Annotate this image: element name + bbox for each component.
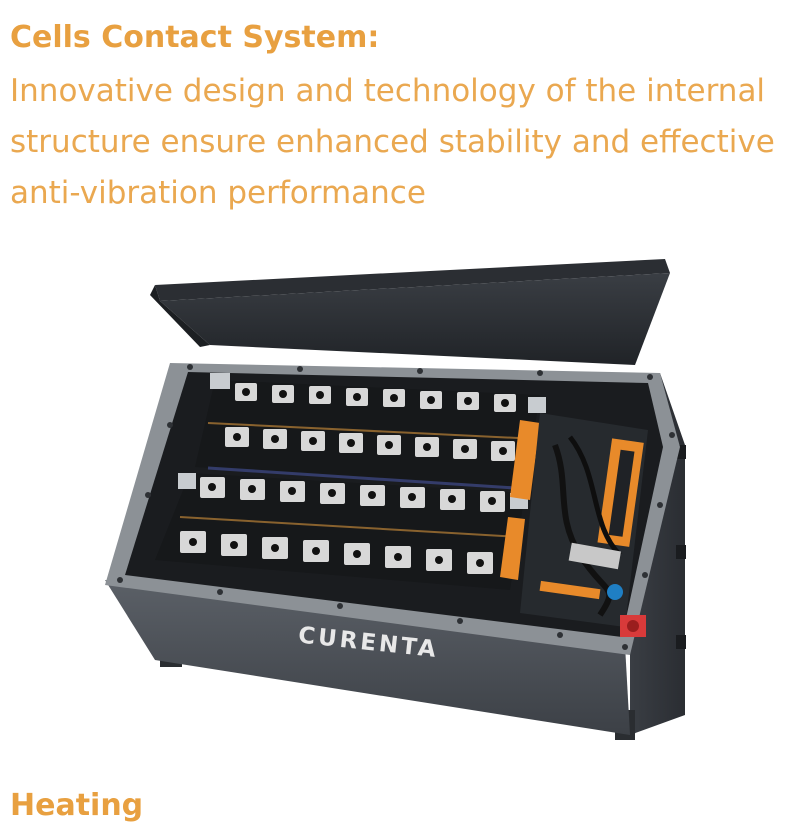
next-section-title: Heating: [10, 788, 144, 823]
section-title: Cells Contact System:: [10, 20, 380, 55]
battery-pack-image: CURENTA: [105, 259, 686, 740]
section-description: Innovative design and technology of the …: [10, 73, 775, 211]
